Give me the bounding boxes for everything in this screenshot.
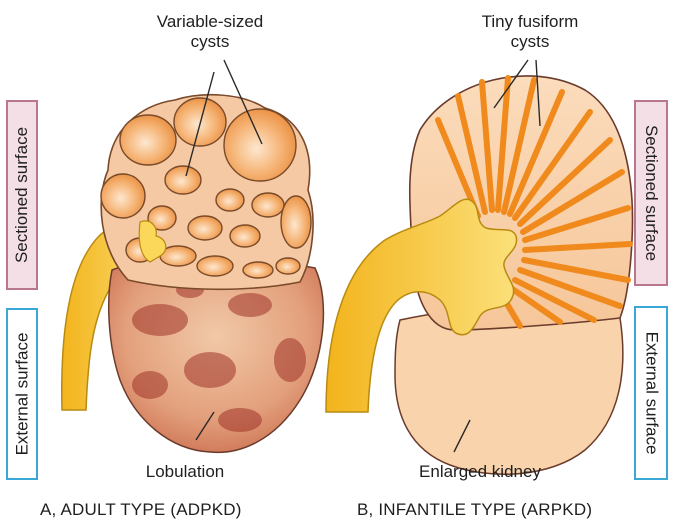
cyst [243,262,273,278]
cyst [197,256,233,276]
cyst [120,115,176,165]
infantile-type-caption: B, INFANTILE TYPE (ARPKD) [357,500,592,520]
cyst [188,216,222,240]
cyst [216,189,244,211]
tiny-fusiform-cysts-label: Tiny fusiform cysts [460,12,600,52]
cyst [165,166,201,194]
cyst [281,196,311,248]
adult-type-caption: A, ADULT TYPE (ADPKD) [40,500,242,520]
infantile-kidney [326,60,632,474]
left-external-surface-text: External surface [12,333,32,456]
right-external-surface-text: External surface [641,332,661,455]
tiny-fusiform-cysts-line1: Tiny fusiform [460,12,600,32]
left-external-surface-box: External surface [6,308,38,480]
infantile-external-surface [395,306,623,474]
lobulation-label: Lobulation [120,462,250,482]
cyst [276,258,300,274]
variable-sized-cysts-line1: Variable-sized [140,12,280,32]
cyst [230,225,260,247]
right-external-surface-box: External surface [634,306,668,480]
right-sectioned-surface-text: Sectioned surface [641,125,661,261]
variable-sized-cysts-label: Variable-sized cysts [140,12,280,52]
left-sectioned-surface-box: Sectioned surface [6,100,38,290]
cyst [252,193,284,217]
cyst [101,174,145,218]
tiny-fusiform-cysts-line2: cysts [460,32,600,52]
adult-kidney [62,60,324,452]
left-sectioned-surface-text: Sectioned surface [12,127,32,263]
right-sectioned-surface-box: Sectioned surface [634,100,668,286]
enlarged-kidney-label: Enlarged kidney [400,462,560,482]
variable-sized-cysts-line2: cysts [140,32,280,52]
cyst [224,109,296,181]
